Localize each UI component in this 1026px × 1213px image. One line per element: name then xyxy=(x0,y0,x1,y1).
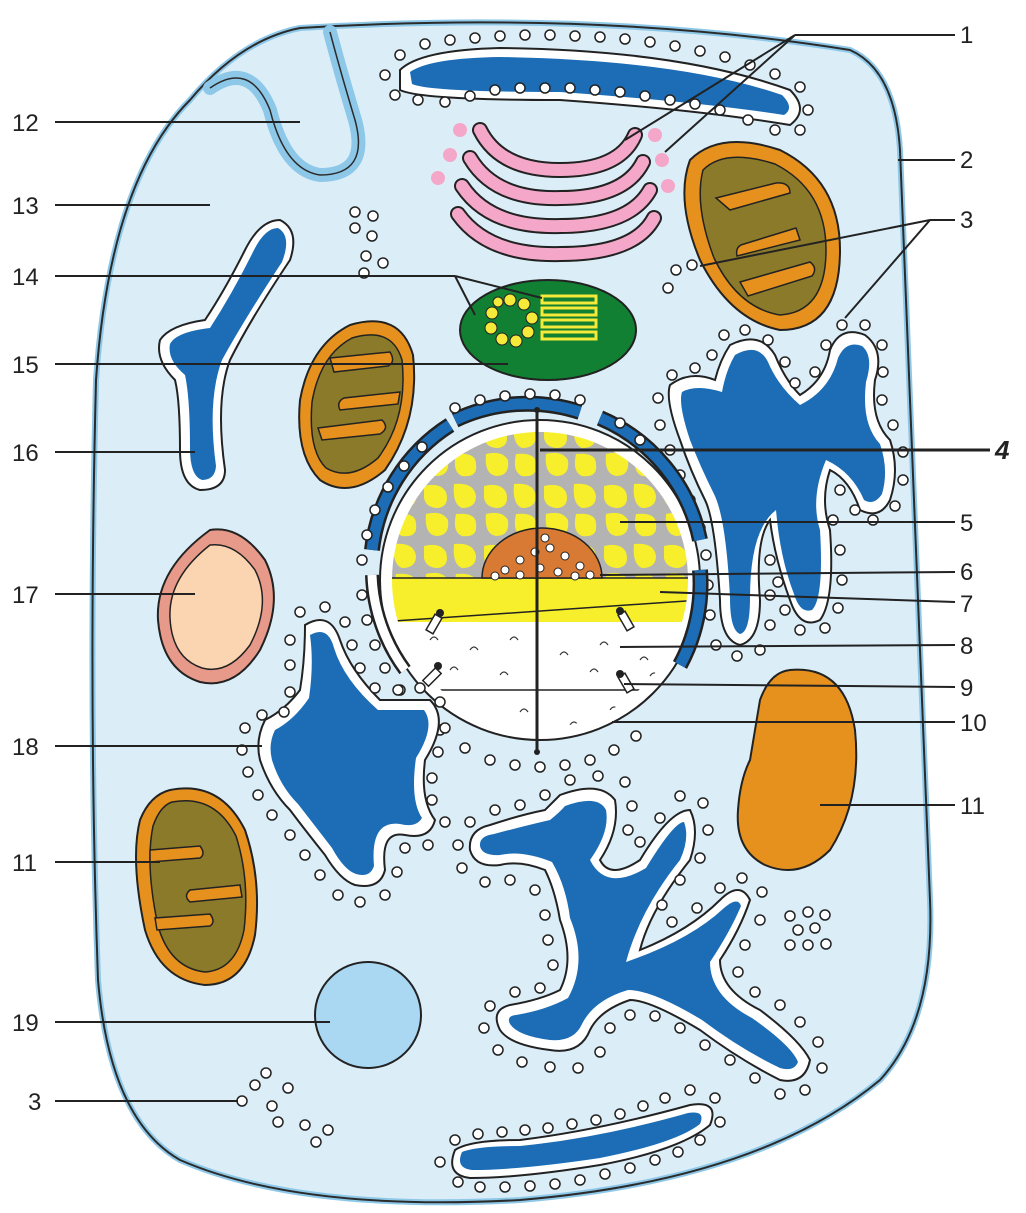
label-3-bottom: 3 xyxy=(28,1089,41,1116)
label-1: 1 xyxy=(960,22,973,49)
label-4: 4 xyxy=(994,435,1010,465)
label-16: 16 xyxy=(12,440,39,467)
label-3-top: 3 xyxy=(960,207,973,234)
label-15: 15 xyxy=(12,352,39,379)
label-5: 5 xyxy=(960,510,973,537)
label-8: 8 xyxy=(960,633,973,660)
label-19: 19 xyxy=(12,1010,39,1037)
label-12: 12 xyxy=(12,110,39,137)
label-9: 9 xyxy=(960,675,973,702)
label-2: 2 xyxy=(960,147,973,174)
label-13: 13 xyxy=(12,193,39,220)
label-11-right: 11 xyxy=(960,793,985,820)
label-17: 17 xyxy=(12,582,39,609)
label-14: 14 xyxy=(12,264,39,291)
label-18: 18 xyxy=(12,734,39,761)
label-11-left: 11 xyxy=(12,850,37,877)
label-10: 10 xyxy=(960,710,987,737)
label-6: 6 xyxy=(960,559,973,586)
lysosome xyxy=(315,962,421,1068)
label-7: 7 xyxy=(960,591,973,618)
